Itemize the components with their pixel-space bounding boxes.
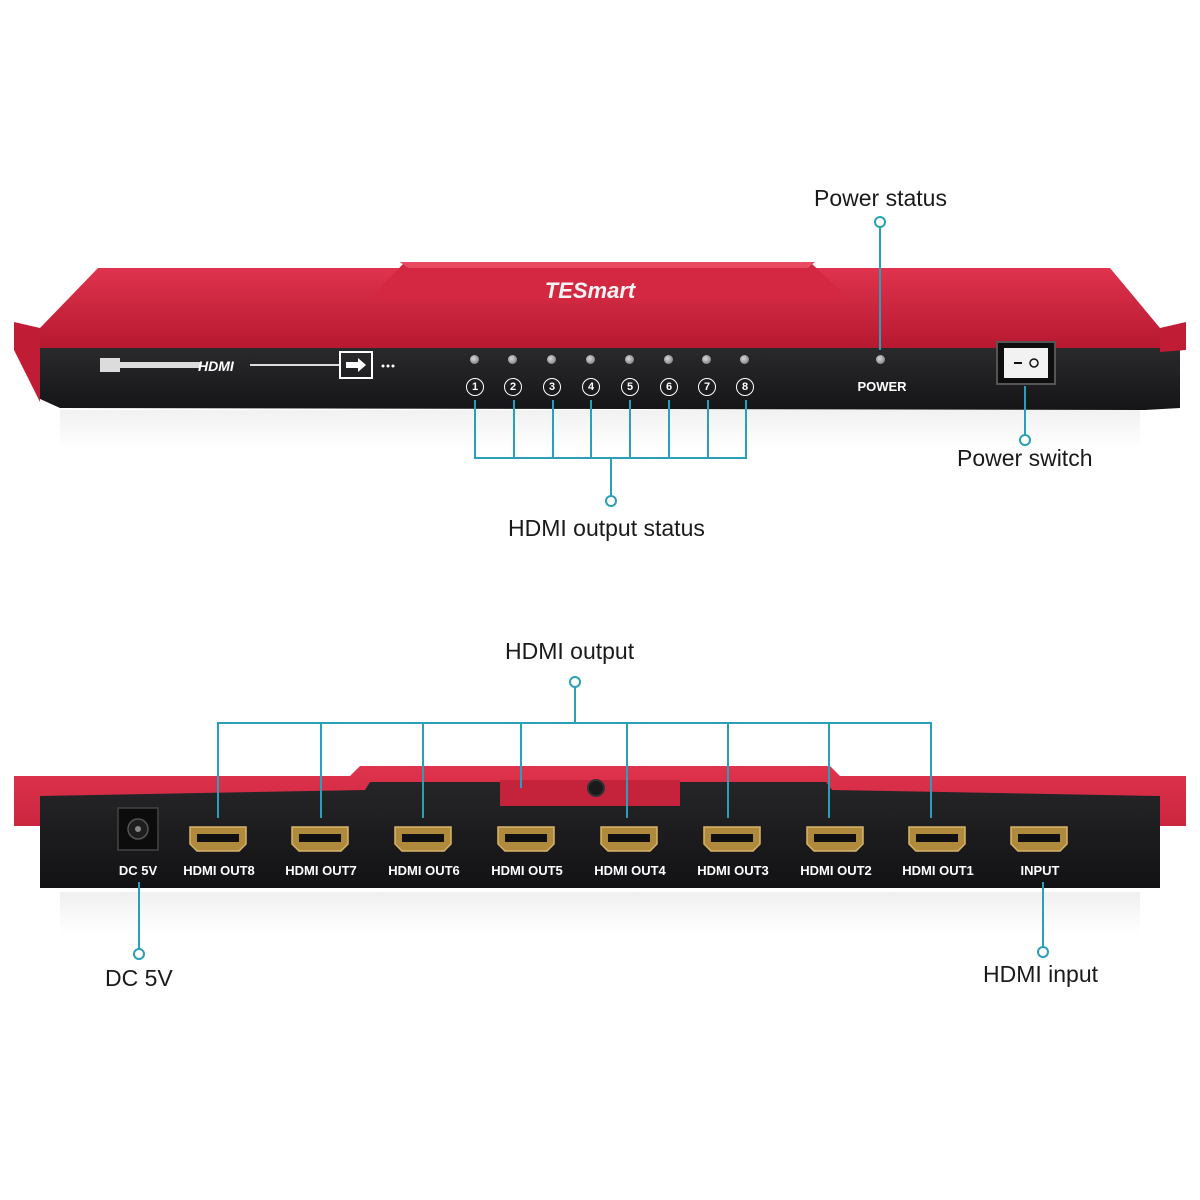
power-led-label: POWER <box>857 379 907 394</box>
hdmi-out6-port[interactable] <box>394 826 452 852</box>
hdmi-out1-port[interactable] <box>908 826 966 852</box>
dc-port-label: DC 5V <box>118 863 158 878</box>
port-label: HDMI OUT7 <box>285 863 357 878</box>
port-number: 3 <box>543 378 561 396</box>
port-number: 7 <box>698 378 716 396</box>
callout-power-switch: Power switch <box>957 445 1093 471</box>
port-number: 1 <box>466 378 484 396</box>
brand-text: TESmart <box>545 278 637 303</box>
led-7 <box>702 355 711 364</box>
port-label: HDMI OUT6 <box>388 863 460 878</box>
hdmi-out7-port[interactable] <box>291 826 349 852</box>
callout-power-status: Power status <box>814 185 947 211</box>
port-number: 8 <box>736 378 754 396</box>
port-number: 5 <box>621 378 639 396</box>
led-4 <box>586 355 595 364</box>
leader-line <box>879 222 881 350</box>
led-6 <box>664 355 673 364</box>
port-label: HDMI OUT3 <box>697 863 769 878</box>
leader-line <box>138 882 140 950</box>
led-1 <box>470 355 479 364</box>
port-label: HDMI OUT4 <box>594 863 666 878</box>
leader-dot <box>133 948 145 960</box>
callout-hdmi-output: HDMI output <box>505 638 635 664</box>
led-5 <box>625 355 634 364</box>
power-led <box>876 355 885 364</box>
hdmi-out3-port[interactable] <box>703 826 761 852</box>
leader-dot <box>1037 946 1049 958</box>
port-label: HDMI OUT2 <box>800 863 872 878</box>
callout-dc-5v: DC 5V <box>105 965 173 991</box>
leader-dot <box>1019 434 1031 446</box>
port-label: HDMI OUT1 <box>902 863 974 878</box>
leader-line <box>1024 386 1026 436</box>
hdmi-input-port[interactable] <box>1010 826 1068 852</box>
led-2 <box>508 355 517 364</box>
hdmi-out8-port[interactable] <box>189 826 247 852</box>
callout-hdmi-input: HDMI input <box>983 961 1099 987</box>
port-number: 2 <box>504 378 522 396</box>
port-number: 6 <box>660 378 678 396</box>
hdmi-logo-text: HDMI <box>198 358 235 374</box>
led-3 <box>547 355 556 364</box>
front-panel-device: TESmart HDMI <box>14 262 1186 450</box>
callout-hdmi-output-status: HDMI output status <box>508 515 705 541</box>
port-label: HDMI OUT5 <box>491 863 563 878</box>
leader-dot <box>874 216 886 228</box>
leader-line <box>1042 882 1044 948</box>
port-label: HDMI OUT8 <box>183 863 255 878</box>
port-label: INPUT <box>1020 863 1060 878</box>
hdmi-out5-port[interactable] <box>497 826 555 852</box>
hdmi-out4-port[interactable] <box>600 826 658 852</box>
port-number: 4 <box>582 378 600 396</box>
led-8 <box>740 355 749 364</box>
hdmi-out2-port[interactable] <box>806 826 864 852</box>
